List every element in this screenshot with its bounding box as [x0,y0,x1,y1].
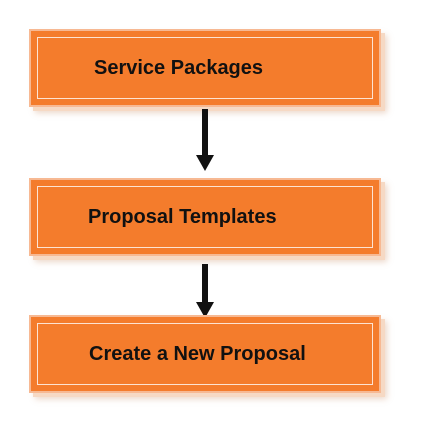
node-label: Service Packages [94,56,264,79]
node-label: Create a New Proposal [89,342,306,365]
flow-arrow-down-icon [196,109,214,171]
flow-node-create-new-proposal: Create a New Proposal [29,315,381,393]
flow-node-service-packages: Service Packages [29,29,381,107]
flow-node-proposal-templates: Proposal Templates [29,178,381,256]
flow-arrow-down-icon [196,264,214,318]
node-label: Proposal Templates [88,205,277,228]
